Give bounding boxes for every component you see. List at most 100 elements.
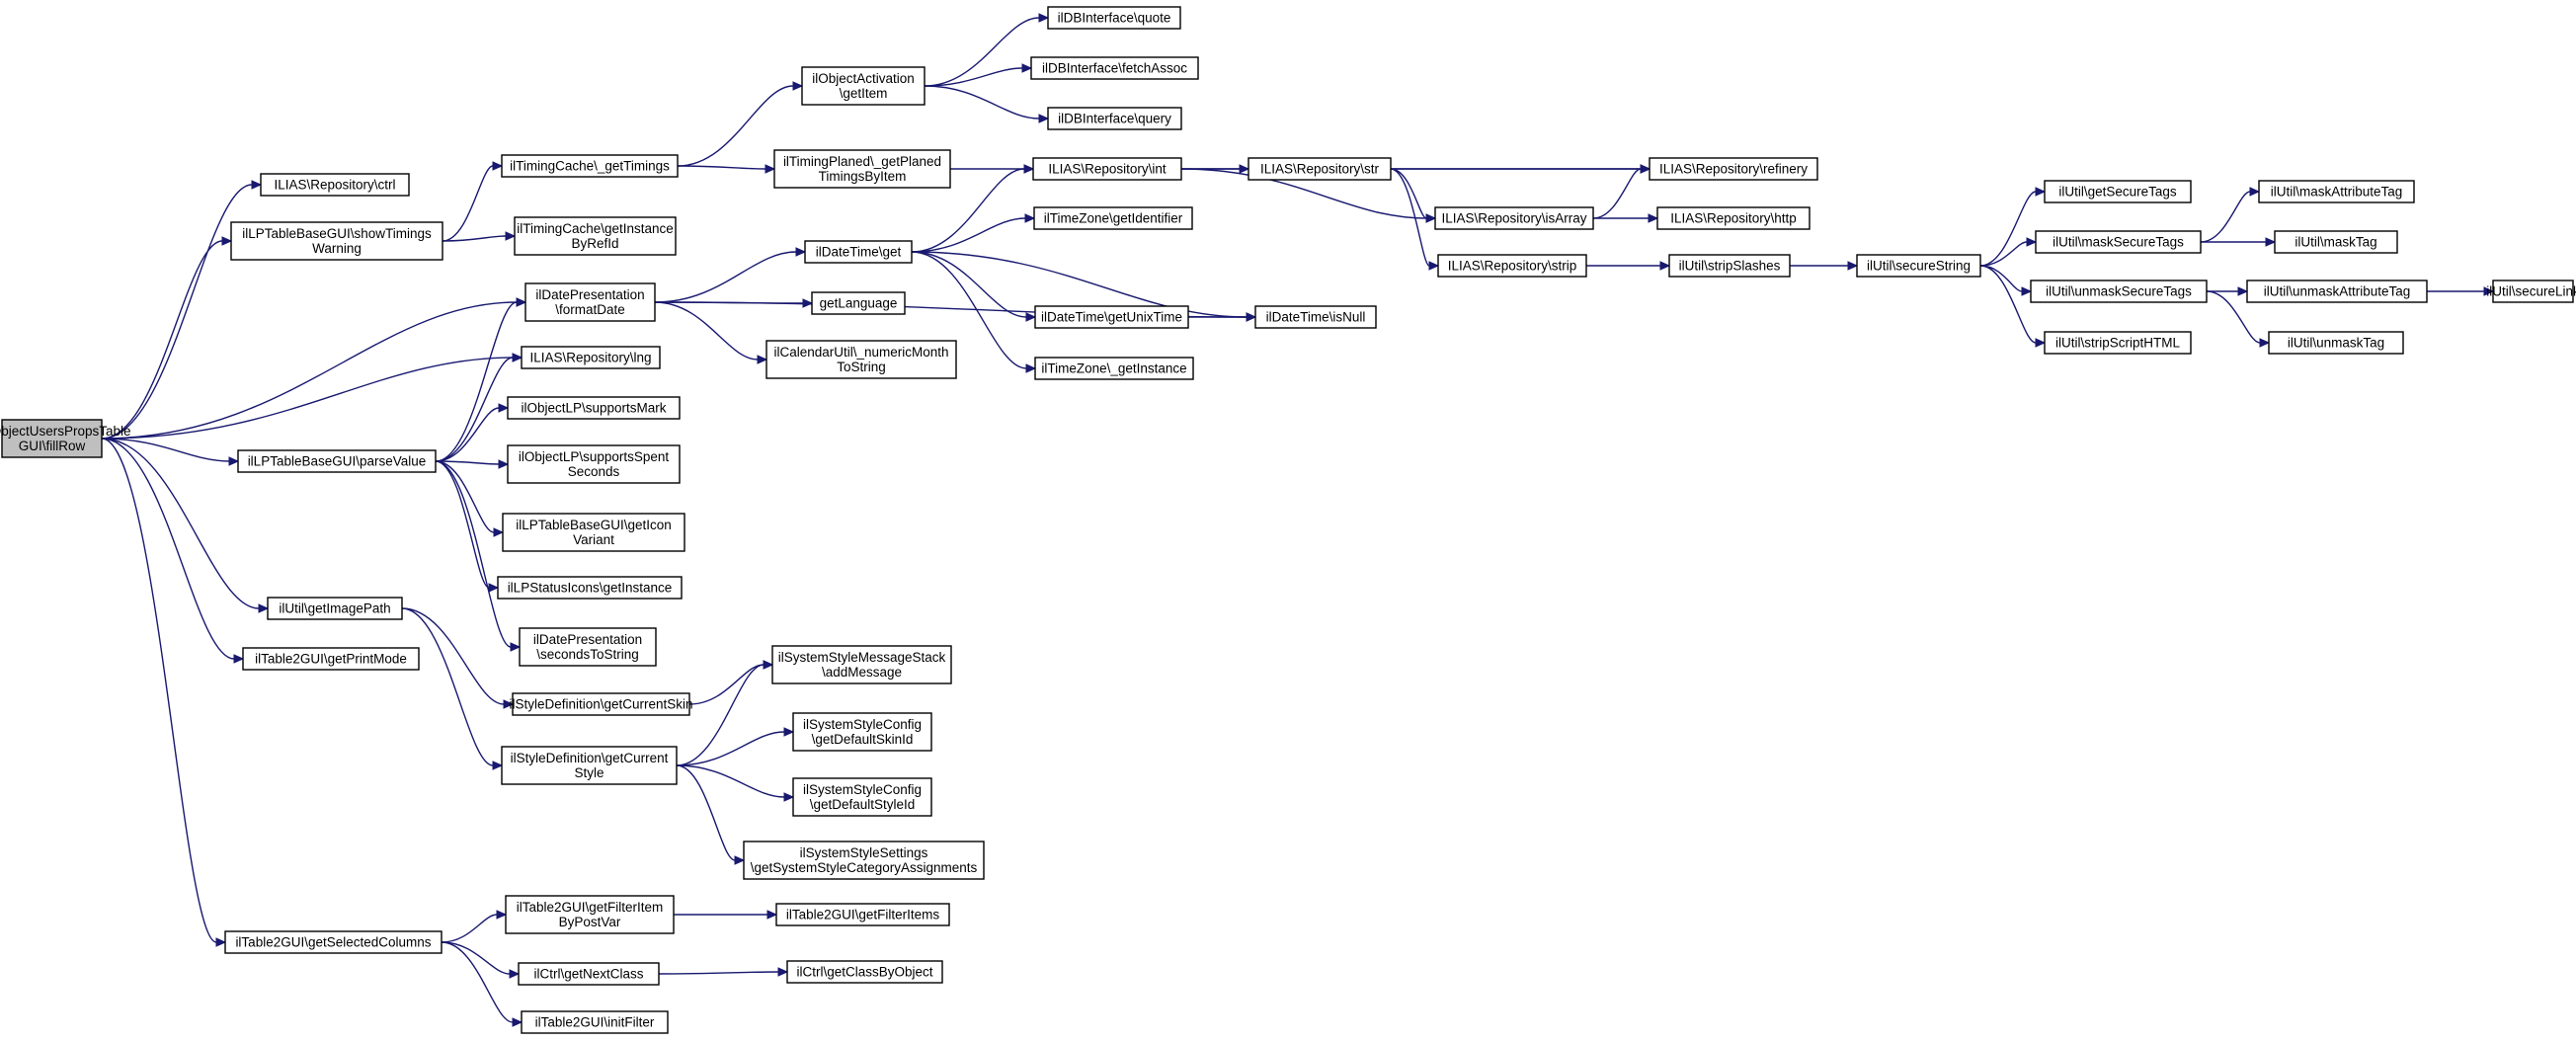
node-strip-slashes[interactable]: ilUtil\stripSlashes bbox=[1668, 254, 1791, 278]
edge-is-array-to-refinery bbox=[1592, 164, 1651, 219]
node-parse-value[interactable]: ilLPTableBaseGUI\parseValue bbox=[237, 449, 437, 473]
node-get-next-class[interactable]: ilCtrl\getNextClass bbox=[518, 962, 660, 986]
node-box bbox=[2044, 180, 2192, 203]
node-tz-get-identifier[interactable]: ilTimeZone\getIdentifier bbox=[1033, 206, 1193, 230]
arrowhead bbox=[258, 603, 270, 613]
node-lng[interactable]: ILIAS\Repository\lng bbox=[521, 346, 661, 369]
node-unmask-secure-tags[interactable]: ilUtil\unmaskSecureTags bbox=[2030, 280, 2208, 303]
node-unmask-tag[interactable]: ilUtil\unmaskTag bbox=[2268, 331, 2404, 355]
node-box bbox=[501, 746, 678, 785]
node-label: ilTrObjectUsersPropsTable bbox=[0, 424, 131, 439]
node-box bbox=[505, 895, 675, 934]
node-seconds-to-string[interactable]: ilDatePresentation\secondsToString bbox=[519, 627, 657, 667]
node-get-class-by-object[interactable]: ilCtrl\getClassByObject bbox=[786, 960, 943, 984]
edge-parse-value-to-lng bbox=[435, 353, 523, 462]
edge-parse-value-to-status-icons bbox=[435, 460, 500, 593]
node-format-date[interactable]: ilDatePresentation\formatDate bbox=[524, 282, 656, 322]
node-box bbox=[801, 66, 926, 106]
node-repo-str[interactable]: ILIAS\Repository\str bbox=[1248, 157, 1392, 181]
node-is-null[interactable]: ilDateTime\isNull bbox=[1254, 305, 1377, 329]
edge-dt-get-to-get-unix-time bbox=[911, 251, 1037, 322]
node-is-array[interactable]: ILIAS\Repository\isArray bbox=[1434, 206, 1594, 230]
node-repo-int[interactable]: ILIAS\Repository\int bbox=[1032, 157, 1182, 181]
node-get-current-skin[interactable]: ilStyleDefinition\getCurrentSkin bbox=[509, 692, 693, 716]
node-quote[interactable]: ilDBInterface\quote bbox=[1047, 6, 1181, 30]
node-refinery[interactable]: ILIAS\Repository\refinery bbox=[1649, 157, 1818, 181]
node-root[interactable]: ilTrObjectUsersPropsTableGUI\fillRow bbox=[0, 419, 131, 458]
node-mask-secure-tags[interactable]: ilUtil\maskSecureTags bbox=[2035, 230, 2202, 254]
node-get-language[interactable]: getLanguage bbox=[811, 291, 906, 315]
arrowhead bbox=[492, 761, 504, 770]
node-secure-link[interactable]: ilUtil\secureLink bbox=[2486, 280, 2576, 303]
edge-secure-string-to-get-secure-tags bbox=[1979, 187, 2047, 267]
node-dt-get[interactable]: ilDateTime\get bbox=[804, 240, 913, 264]
arrowhead bbox=[1428, 261, 1440, 271]
node-label: \getSystemStyleCategoryAssignments bbox=[751, 860, 978, 875]
node-get-timings[interactable]: ilTimingCache\_getTimings bbox=[501, 154, 679, 178]
node-box bbox=[1254, 305, 1377, 329]
node-label: ilSystemStyleConfig bbox=[803, 782, 922, 797]
node-get-secure-tags[interactable]: ilUtil\getSecureTags bbox=[2044, 180, 2192, 203]
node-label: ilUtil\stripSlashes bbox=[1679, 259, 1781, 274]
node-fetch-assoc[interactable]: ilDBInterface\fetchAssoc bbox=[1030, 56, 1199, 80]
node-supports-mark[interactable]: ilObjectLP\supportsMark bbox=[507, 396, 681, 420]
node-query[interactable]: ilDBInterface\query bbox=[1047, 107, 1182, 130]
node-strip-script-html[interactable]: ilUtil\stripScriptHTML bbox=[2044, 331, 2192, 355]
node-cat-assign[interactable]: ilSystemStyleSettings\getSystemStyleCate… bbox=[743, 841, 985, 880]
edge-strip-slashes-to-secure-string bbox=[1790, 261, 1859, 271]
node-label: TimingsByItem bbox=[819, 169, 907, 184]
node-get-default-skin-id[interactable]: ilSystemStyleConfig\getDefaultSkinId bbox=[792, 712, 932, 752]
node-unmask-attribute-tag[interactable]: ilUtil\unmaskAttributeTag bbox=[2246, 280, 2428, 303]
node-label: ilDBInterface\fetchAssoc bbox=[1042, 61, 1187, 76]
node-tz-get-instance[interactable]: ilTimeZone\_getInstance bbox=[1034, 357, 1194, 380]
node-box bbox=[2492, 280, 2574, 303]
arrowhead bbox=[792, 81, 804, 91]
edge-get-filter-item-by-post-var-to-get-filter-items bbox=[674, 910, 778, 920]
node-label: \addMessage bbox=[822, 665, 902, 680]
node-label: ilUtil\secureString bbox=[1867, 259, 1971, 274]
node-label: Warning bbox=[312, 241, 362, 256]
edge-get-current-style-to-get-default-style-id bbox=[676, 764, 795, 802]
arrowhead bbox=[777, 967, 789, 977]
node-get-print-mode[interactable]: ilTable2GUI\getPrintMode bbox=[242, 647, 420, 671]
node-box bbox=[792, 777, 932, 817]
node-get-default-style-id[interactable]: ilSystemStyleConfig\getDefaultStyleId bbox=[792, 777, 932, 817]
node-repo-strip[interactable]: ILIAS\Repository\strip bbox=[1437, 254, 1587, 278]
node-ctrl[interactable]: ILIAS\Repository\ctrl bbox=[260, 173, 410, 197]
edge-root-to-get-image-path bbox=[101, 438, 270, 613]
node-init-filter[interactable]: ilTable2GUI\initFilter bbox=[521, 1010, 669, 1034]
node-label: ByRefId bbox=[571, 236, 618, 251]
node-status-icons[interactable]: ilLPStatusIcons\getInstance bbox=[497, 576, 683, 600]
node-get-unix-time[interactable]: ilDateTime\getUnixTime bbox=[1034, 305, 1189, 329]
node-http[interactable]: ILIAS\Repository\http bbox=[1656, 206, 1811, 230]
node-obj-act-get-item[interactable]: ilObjectActivation\getItem bbox=[801, 66, 926, 106]
arrowhead bbox=[2483, 286, 2495, 296]
arrowhead bbox=[505, 231, 517, 241]
edge-dt-get-to-tz-get-instance bbox=[911, 251, 1037, 373]
node-label: ilUtil\stripScriptHTML bbox=[2055, 336, 2181, 351]
node-get-image-path[interactable]: ilUtil\getImagePath bbox=[267, 597, 403, 620]
arrowhead bbox=[2035, 338, 2047, 348]
arrowhead bbox=[488, 583, 500, 593]
node-mask-attribute-tag[interactable]: ilUtil\maskAttributeTag bbox=[2258, 180, 2415, 203]
edge-root-to-show-timings bbox=[101, 236, 233, 440]
node-secure-string[interactable]: ilUtil\secureString bbox=[1856, 254, 1981, 278]
node-label: \formatDate bbox=[555, 302, 625, 317]
node-get-filter-items[interactable]: ilTable2GUI\getFilterItems bbox=[775, 903, 950, 926]
node-add-message[interactable]: ilSystemStyleMessageStack\addMessage bbox=[771, 645, 952, 684]
node-label: ILIAS\Repository\int bbox=[1048, 162, 1167, 177]
node-get-selected-columns[interactable]: ilTable2GUI\getSelectedColumns bbox=[224, 930, 443, 954]
node-label: ilUtil\maskTag bbox=[2294, 235, 2376, 250]
edge-mask-secure-tags-to-mask-attribute-tag bbox=[2200, 187, 2261, 243]
arrowhead bbox=[1425, 213, 1437, 223]
arrowhead bbox=[2026, 237, 2038, 247]
node-mask-tag[interactable]: ilUtil\maskTag bbox=[2274, 230, 2398, 254]
